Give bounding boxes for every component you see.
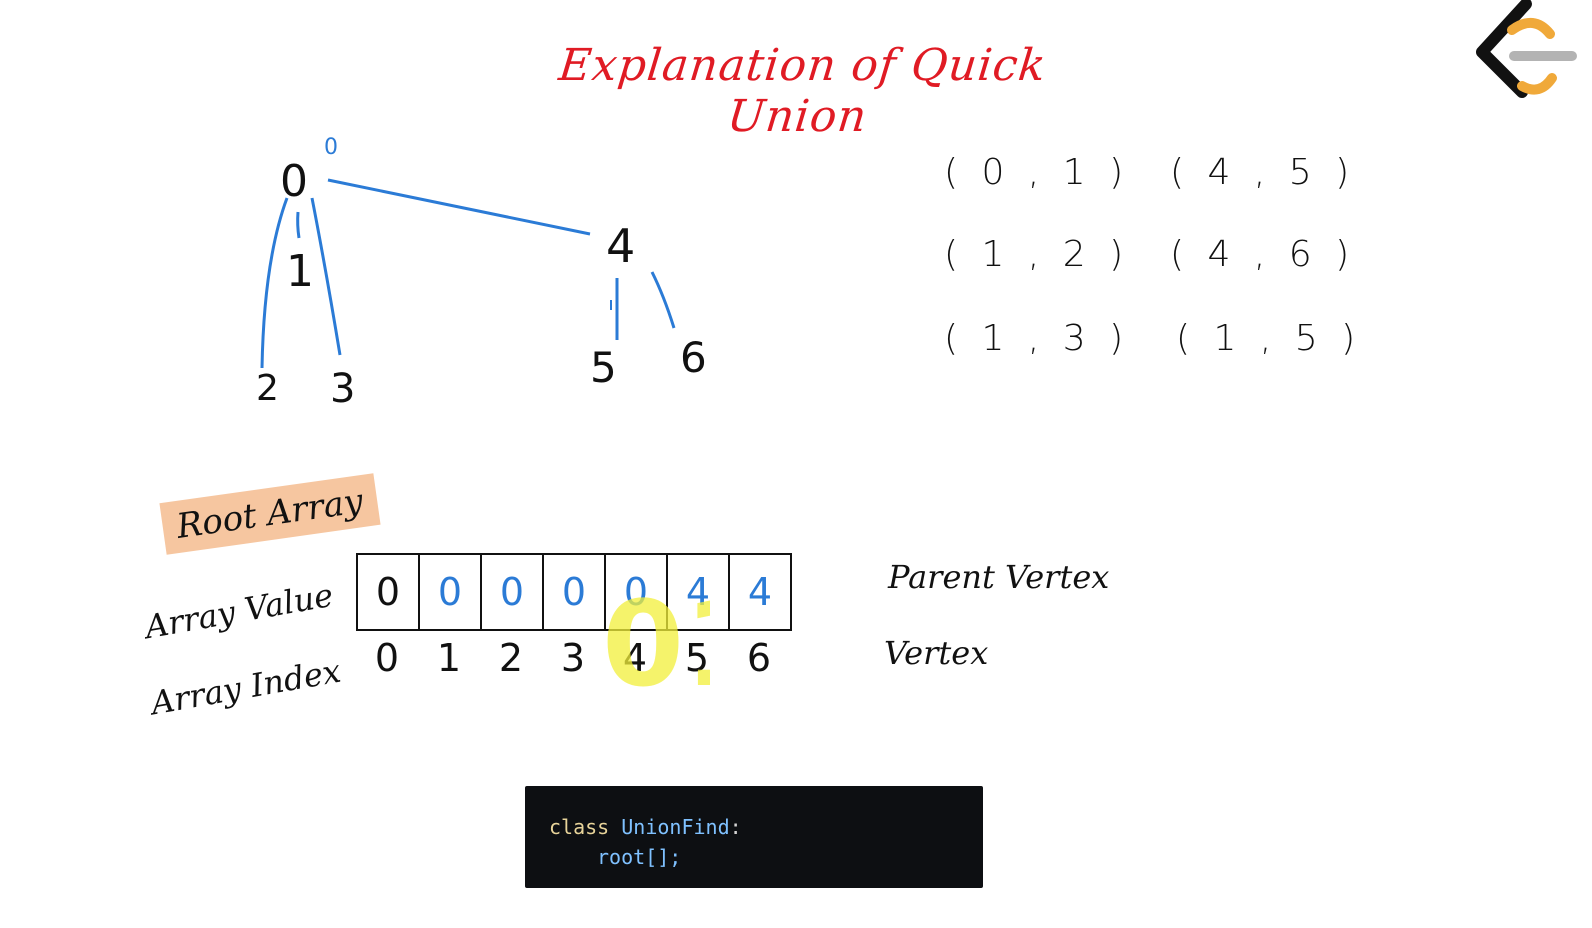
pair-right-2: ( 4 , 6 ): [1170, 234, 1356, 275]
array-index-row: 0 1 2 3 4 5 6: [356, 636, 790, 680]
node-6: 6: [680, 333, 707, 382]
array-cell: 4: [668, 555, 730, 629]
node-0: 0: [280, 156, 308, 207]
node-2: 2: [256, 368, 279, 409]
node-1: 1: [286, 246, 314, 297]
pair-right-1: ( 4 , 5 ): [1170, 152, 1356, 193]
highlight-scribble: 01: [602, 575, 710, 713]
code-keyword: class: [549, 815, 610, 839]
array-index: 2: [498, 636, 524, 680]
pair-right-3: ( 1 , 5 ): [1176, 318, 1362, 359]
vertex-label: Vertex: [884, 634, 989, 672]
highlight-text: 01: [602, 575, 710, 713]
array-index: 3: [560, 636, 586, 680]
array-index: 5: [684, 636, 710, 680]
edge-0-4: [327, 178, 591, 236]
array-index: 1: [436, 636, 462, 680]
array-cell: 0: [358, 555, 420, 629]
pair-left-2: ( 1 , 2 ): [944, 234, 1130, 275]
array-cell: 0: [420, 555, 482, 629]
code-colon: :: [729, 815, 742, 839]
array-cell: 0: [606, 555, 668, 629]
pair-left-1: ( 0 , 1 ): [944, 152, 1130, 193]
node-5: 5: [590, 343, 617, 392]
root-array: 0 0 0 0 0 4 4: [356, 553, 792, 631]
code-line-1: class UnionFind:: [549, 812, 959, 842]
parent-vertex-label: Parent Vertex: [888, 558, 1110, 596]
node-0-annotation: 0: [324, 135, 338, 160]
array-cell: 0: [482, 555, 544, 629]
code-class-name: UnionFind: [621, 815, 730, 839]
pair-left-3: ( 1 , 3 ): [944, 318, 1130, 359]
code-field: root[];: [597, 845, 682, 869]
array-index: 0: [374, 636, 400, 680]
edge-0-3: [310, 197, 342, 356]
code-line-2: root[];: [549, 842, 959, 872]
array-cell: 0: [544, 555, 606, 629]
array-index: 6: [746, 636, 772, 680]
code-panel: class UnionFind: root[];: [525, 786, 983, 888]
edge-0-2: [260, 197, 289, 369]
leetcode-logo-icon: [1476, 0, 1577, 98]
array-index: 4: [622, 636, 648, 680]
array-cell: 4: [747, 570, 773, 614]
edge-0-1: [296, 211, 301, 239]
node-4: 4: [606, 219, 635, 273]
edge-4-6: [650, 271, 676, 329]
node-3: 3: [330, 366, 355, 412]
